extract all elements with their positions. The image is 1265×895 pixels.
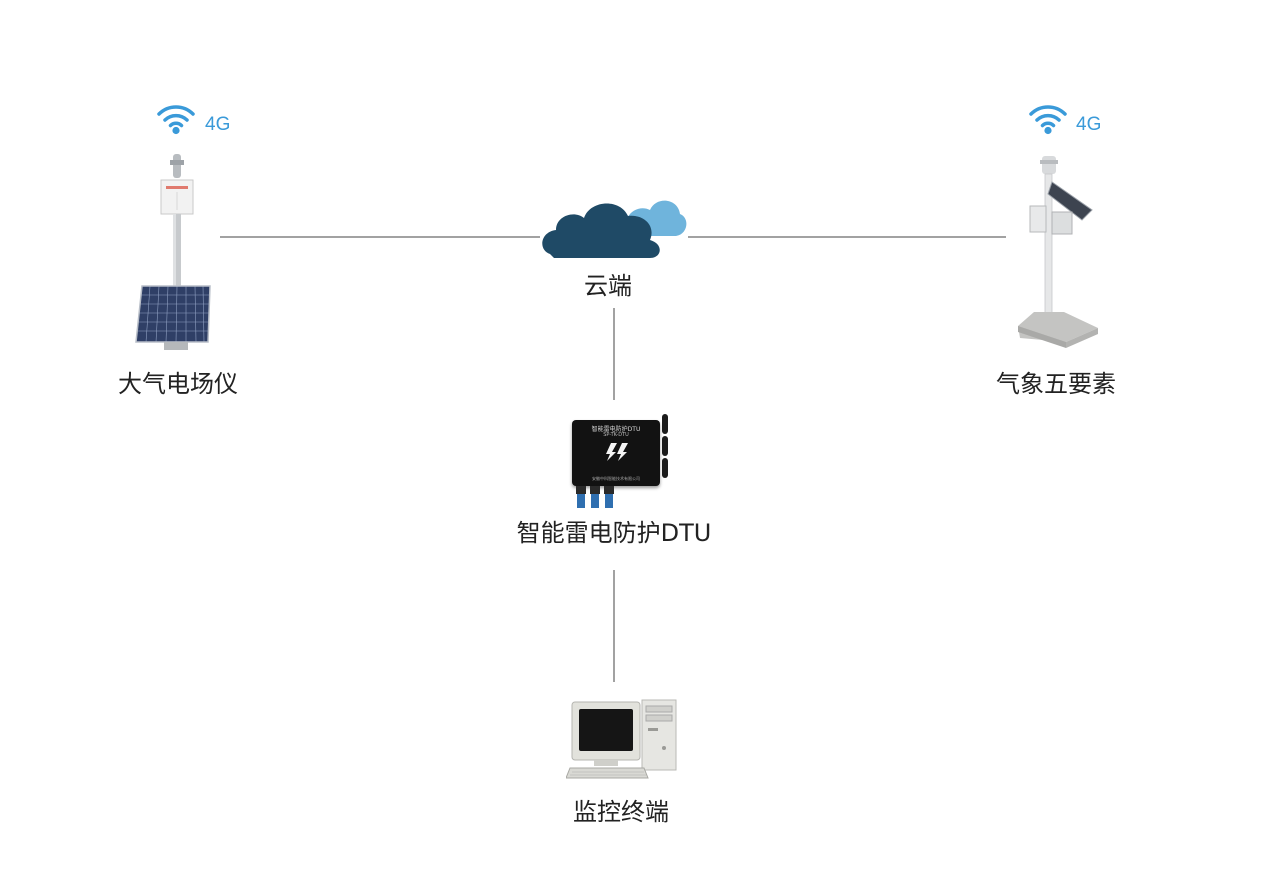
network-label-right: 4G [1076, 114, 1102, 135]
lightning-logo-icon [606, 443, 628, 461]
weather-station-image[interactable] [1000, 150, 1110, 355]
cloud-icon[interactable] [540, 188, 688, 263]
weather-station-label: 气象五要素 [996, 370, 1116, 398]
computer-image[interactable] [566, 698, 680, 782]
dtu-device-title: 智能雷电防护DTU [591, 426, 641, 433]
cloud-label: 云端 [584, 272, 632, 300]
dtu-device-model: SP-TK-DTU [603, 432, 629, 438]
field-meter-image[interactable] [128, 150, 228, 355]
field-meter-label: 大气电场仪 [118, 370, 238, 398]
dtu-label: 智能雷电防护DTU [516, 519, 712, 547]
network-label-left: 4G [205, 114, 231, 135]
wifi-icon [1029, 105, 1067, 135]
wifi-icon [157, 105, 195, 135]
antenna-icon [662, 414, 668, 478]
dtu-device[interactable]: 智能雷电防护DTU SP-TK-DTU 安徽中科智能技术有限公司 [570, 412, 678, 516]
connector-ports-icon [576, 486, 614, 508]
terminal-label: 监控终端 [573, 798, 669, 826]
dtu-device-maker: 安徽中科智能技术有限公司 [592, 476, 640, 481]
dtu-body: 智能雷电防护DTU SP-TK-DTU 安徽中科智能技术有限公司 [572, 420, 660, 486]
